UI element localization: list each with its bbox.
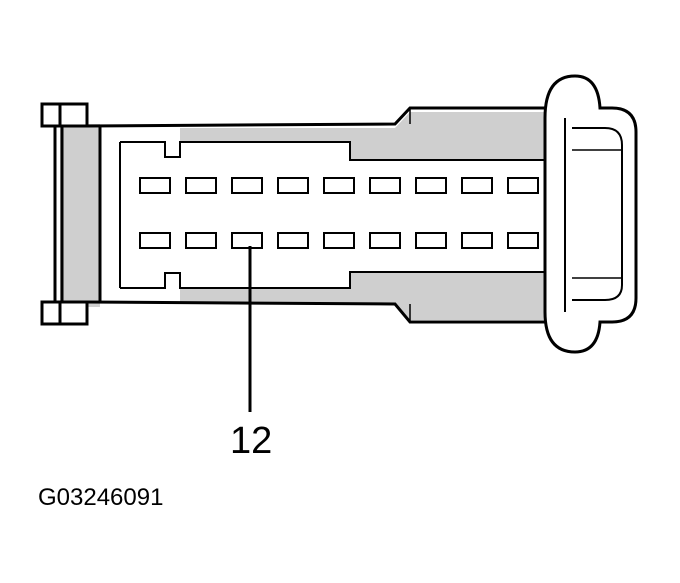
pin-cavity <box>119 141 545 289</box>
pin-r1-6 <box>369 177 401 194</box>
pin-r1-1 <box>139 177 171 194</box>
pin-terminals <box>139 177 539 249</box>
callout-label-12: 12 <box>230 420 273 462</box>
body-shading <box>60 112 545 320</box>
left-flange <box>40 102 102 326</box>
pin-r2-5 <box>323 232 355 249</box>
pin-r2-3 <box>231 232 263 249</box>
pin-r2-1 <box>139 232 171 249</box>
latch-cap <box>543 74 638 354</box>
pin-r1-5 <box>323 177 355 194</box>
connector-body <box>86 106 550 324</box>
pin-r2-6 <box>369 232 401 249</box>
pin-r2-2 <box>185 232 217 249</box>
figure-id: G03246091 <box>38 484 164 511</box>
pin-r1-8 <box>461 177 493 194</box>
pin-r1-3 <box>231 177 263 194</box>
pin-r2-9 <box>507 232 539 249</box>
pin-r2-8 <box>461 232 493 249</box>
pin-r2-7 <box>415 232 447 249</box>
pin-r1-7 <box>415 177 447 194</box>
pin-r1-4 <box>277 177 309 194</box>
pin-r1-2 <box>185 177 217 194</box>
pin-r2-4 <box>277 232 309 249</box>
pin-r1-9 <box>507 177 539 194</box>
